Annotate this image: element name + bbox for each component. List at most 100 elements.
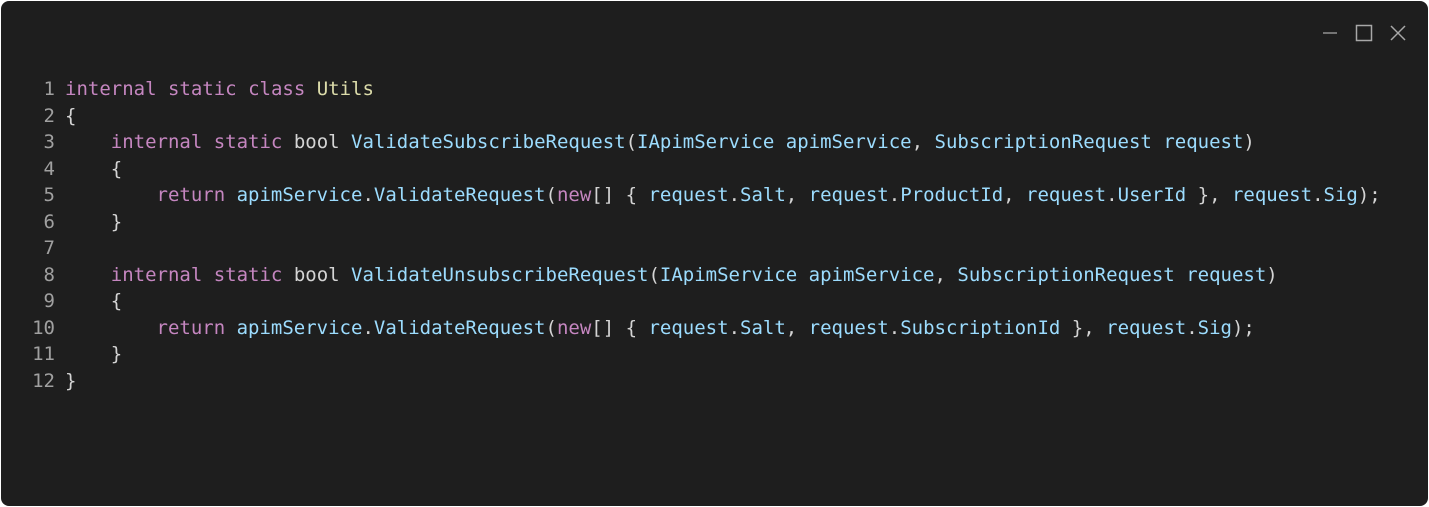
code-token: .: [728, 316, 741, 339]
code-token: [1152, 131, 1163, 153]
code-token: .: [362, 184, 374, 206]
line-text: return apimService.ValidateRequest(new[]…: [65, 315, 1255, 342]
window-controls: [1320, 23, 1408, 43]
code-token: IApimService: [659, 263, 798, 286]
code-token: ): [1266, 263, 1278, 286]
code-token: [282, 131, 293, 153]
line-text: {: [65, 288, 122, 315]
line-text: internal static bool ValidateUnsubscribe…: [65, 262, 1278, 289]
code-token: class: [248, 78, 306, 100]
code-token: request: [1186, 263, 1267, 286]
code-token: [1175, 264, 1186, 286]
line-number: 6: [43, 210, 55, 233]
code-line: 5 return apimService.ValidateRequest(new…: [29, 182, 1381, 209]
code-token: static: [167, 78, 237, 100]
code-token: Utils: [316, 78, 374, 100]
code-token: [237, 78, 248, 100]
code-token: {: [65, 104, 77, 127]
line-text: {: [65, 103, 76, 130]
code-token: [282, 264, 293, 286]
code-token: [225, 317, 236, 339]
code-token: internal: [110, 263, 203, 286]
code-token: [65, 264, 111, 286]
code-token: SubscriptionRequest: [957, 263, 1175, 286]
code-token: .: [888, 184, 901, 206]
code-token: return: [156, 316, 226, 339]
code-line: 4 {: [29, 156, 1381, 183]
code-token: ,: [1003, 184, 1027, 206]
code-token: [65, 184, 157, 206]
code-token: .: [888, 316, 901, 339]
minimize-icon[interactable]: [1320, 23, 1340, 43]
line-number: 5: [43, 184, 55, 206]
code-token: request: [1163, 131, 1244, 153]
code-token: },: [1186, 184, 1232, 206]
code-token: ValidateRequest: [373, 184, 546, 206]
code-token: (: [545, 316, 557, 339]
line-number: 2: [43, 104, 55, 127]
code-token: );: [1357, 184, 1381, 206]
code-token: ValidateSubscribeRequest: [351, 131, 626, 153]
code-token: [157, 78, 168, 100]
code-token: ,: [785, 316, 809, 339]
code-token: UserId: [1117, 184, 1187, 206]
line-number: 12: [32, 369, 55, 392]
code-line: 6 }: [29, 209, 1381, 236]
code-token: [65, 317, 157, 339]
code-token: return: [156, 184, 226, 206]
code-token: apimService: [785, 131, 912, 153]
code-token: bool: [293, 263, 340, 286]
code-token: SubscriptionId: [900, 316, 1061, 339]
line-text: internal static class Utils: [65, 76, 374, 103]
code-token: (: [625, 131, 638, 153]
code-token: .: [1186, 316, 1198, 339]
close-icon[interactable]: [1388, 23, 1408, 43]
line-number: 3: [43, 131, 55, 153]
code-token: request: [1231, 184, 1313, 206]
code-token: Salt: [740, 316, 786, 339]
line-text: internal static bool ValidateSubscribeRe…: [65, 129, 1255, 156]
code-token: request: [808, 316, 889, 339]
code-token: .: [1106, 184, 1118, 206]
code-token: request: [1106, 316, 1187, 339]
code-line: 10 return apimService.ValidateRequest(ne…: [29, 315, 1381, 342]
code-token: [] {: [591, 184, 649, 206]
code-token: internal: [110, 131, 203, 153]
code-token: [340, 131, 351, 153]
code-token: );: [1231, 316, 1255, 339]
line-text: return apimService.ValidateRequest(new[]…: [65, 182, 1381, 209]
code-token: request: [1026, 184, 1107, 206]
code-token: .: [362, 316, 374, 339]
line-number: 11: [32, 343, 55, 365]
line-text: }: [65, 209, 122, 236]
code-token: new: [556, 316, 592, 339]
code-token: request: [648, 316, 729, 339]
code-line: 3 internal static bool ValidateSubscribe…: [29, 129, 1381, 156]
line-text: }: [65, 341, 122, 368]
line-number: 9: [43, 290, 55, 312]
code-token: [202, 264, 213, 286]
line-number: 4: [43, 157, 55, 180]
code-token: [202, 131, 213, 153]
code-token: apimService: [236, 184, 363, 206]
maximize-icon[interactable]: [1354, 23, 1374, 43]
code-line: 12}: [29, 368, 1381, 395]
code-token: ,: [934, 263, 958, 286]
code-token: ValidateUnsubscribeRequest: [351, 263, 649, 286]
code-token: Sig: [1323, 184, 1358, 206]
code-line: 7: [29, 235, 1381, 262]
code-token: static: [213, 131, 283, 153]
code-line: 8 internal static bool ValidateUnsubscri…: [29, 262, 1381, 289]
code-token: }: [65, 369, 77, 392]
line-text: {: [65, 156, 122, 183]
code-token: (: [545, 184, 557, 206]
line-number: 7: [43, 237, 55, 259]
code-token: }: [65, 210, 123, 233]
code-token: request: [808, 184, 889, 206]
code-token: [797, 264, 808, 286]
code-token: [65, 131, 111, 153]
code-token: [225, 184, 236, 206]
code-token: ProductId: [900, 184, 1004, 206]
